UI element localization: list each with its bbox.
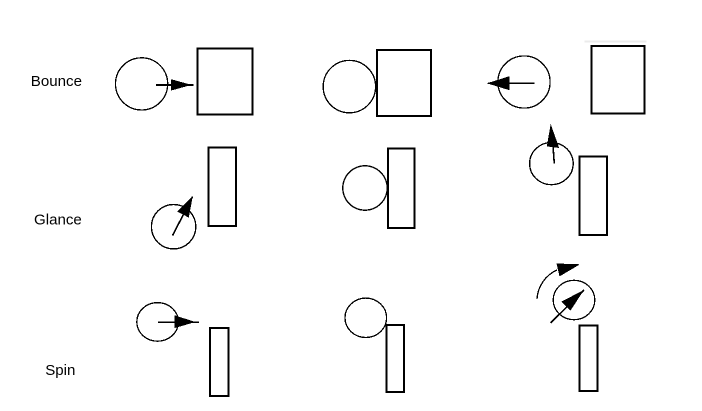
- svg-text:Spin: Spin: [45, 362, 75, 379]
- svg-text:Glance: Glance: [34, 212, 82, 229]
- svg-text:Bounce: Bounce: [31, 73, 82, 90]
